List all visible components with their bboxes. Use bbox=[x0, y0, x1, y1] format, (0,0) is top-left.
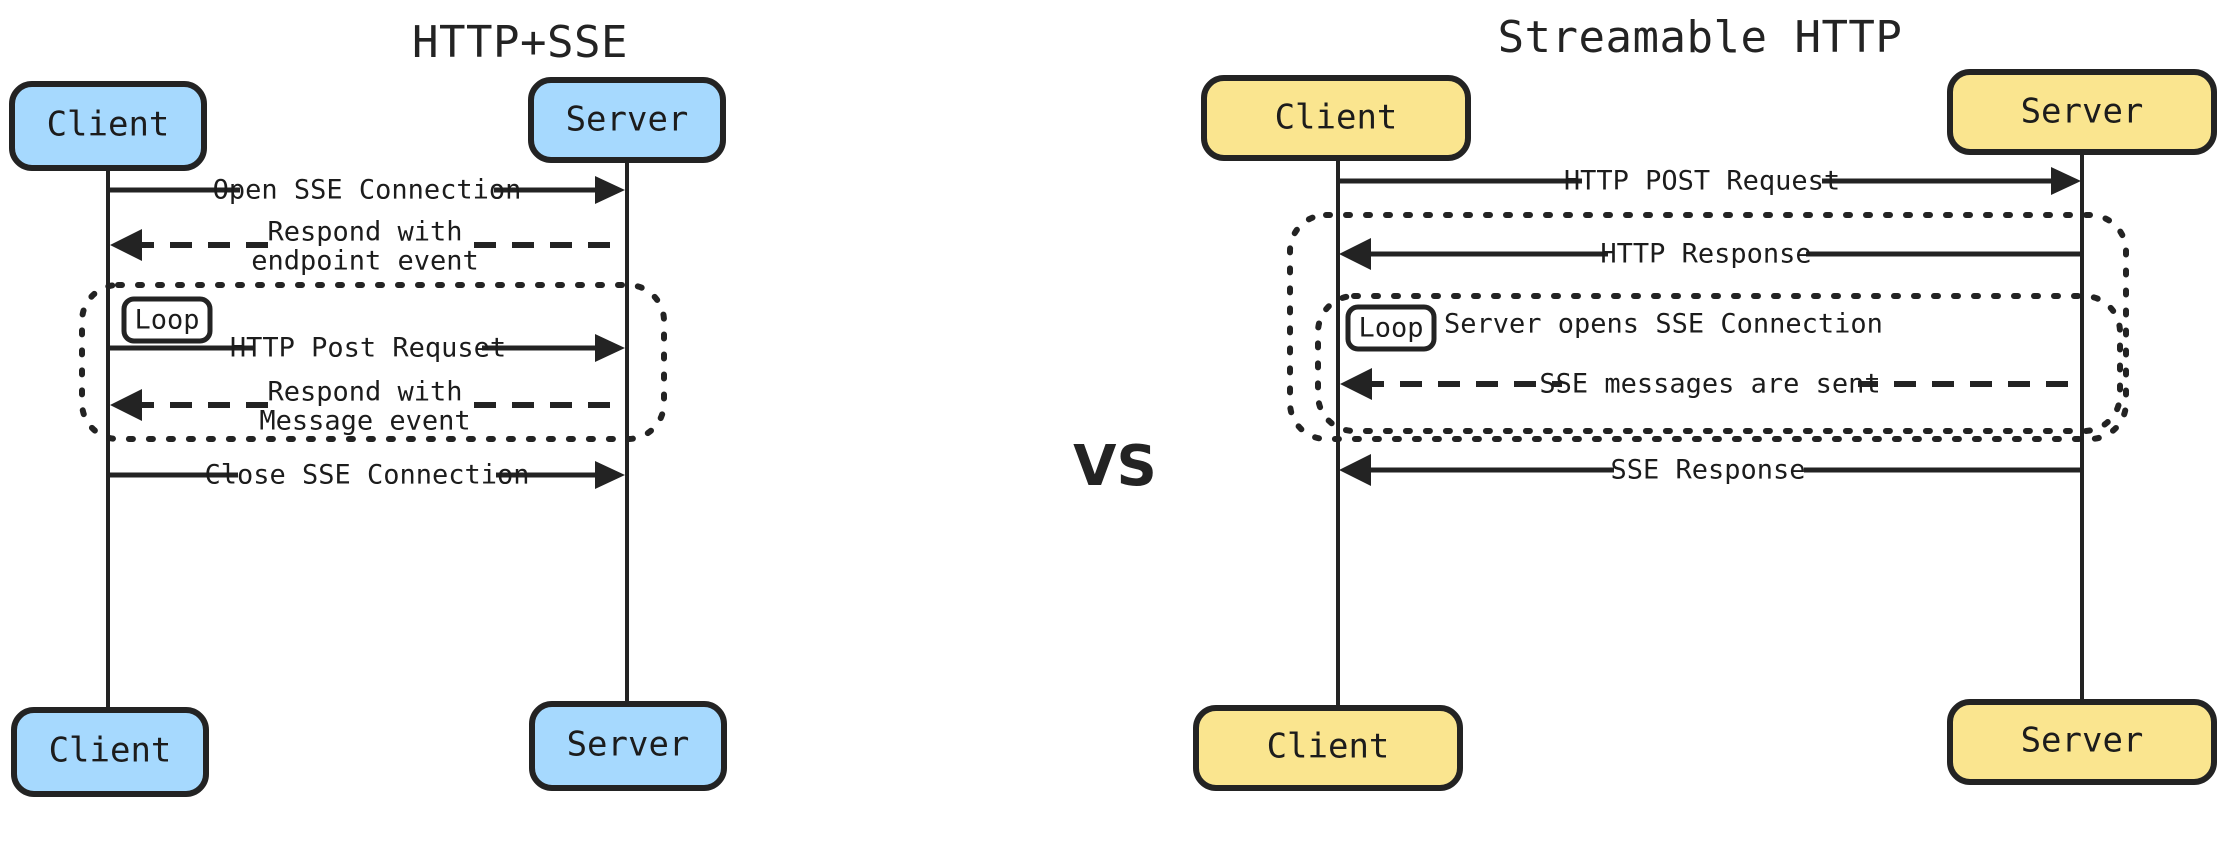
actor-box-server-top-left[interactable] bbox=[528, 77, 726, 163]
actor-label-client-bottom-right: Client bbox=[1267, 727, 1390, 767]
actor-label-server-bottom-right: Server bbox=[2021, 721, 2144, 761]
actor-label-client-top-right: Client bbox=[1275, 98, 1398, 138]
message-label-right-0: HTTP POST Request bbox=[1564, 166, 1840, 197]
arrowhead-left-icon bbox=[110, 229, 142, 261]
arrowhead-left-icon bbox=[110, 389, 142, 421]
arrowhead-right-icon bbox=[595, 176, 625, 204]
actor-label-server-top-right: Server bbox=[2021, 92, 2144, 132]
loop-tag-label-left: Loop bbox=[134, 305, 199, 336]
message-label-right-1: HTTP Response bbox=[1600, 239, 1811, 270]
loop-frame-right bbox=[1315, 293, 2123, 434]
outer-frame-right bbox=[1287, 212, 2129, 442]
label-backdrop bbox=[1608, 240, 1806, 269]
actor-label-server-top-left: Server bbox=[566, 100, 689, 140]
message-label-left-0: Open SSE Connection bbox=[213, 175, 522, 206]
actor-box-server-top-right[interactable] bbox=[1947, 69, 2217, 155]
actor-box-client-top-left[interactable] bbox=[9, 81, 207, 171]
label-backdrop bbox=[238, 461, 496, 490]
label-backdrop bbox=[1562, 370, 1858, 399]
loop-caption-right: Server opens SSE Connection bbox=[1444, 309, 1883, 340]
label-backdrop bbox=[254, 334, 482, 363]
arrowhead-left-icon bbox=[1339, 454, 1371, 486]
actor-box-client-top-right[interactable] bbox=[1201, 75, 1471, 161]
message-left-1: Respond with endpoint event bbox=[110, 216, 627, 277]
panel-http-sse: HTTP+SSE Client Server Open SSE Connecti… bbox=[9, 17, 727, 797]
arrowhead-left-icon bbox=[1339, 238, 1371, 270]
panel-title-http-sse: HTTP+SSE bbox=[412, 17, 628, 68]
message-label-left-1-line2: endpoint event bbox=[251, 246, 479, 277]
arrowhead-left-icon bbox=[1340, 368, 1372, 400]
loop-tag-box-left[interactable] bbox=[121, 296, 213, 344]
label-backdrop bbox=[272, 216, 458, 276]
actor-label-client-bottom-left: Client bbox=[49, 731, 172, 771]
loop-tag-label-right: Loop bbox=[1358, 313, 1423, 344]
message-label-right-2: SSE messages are sent bbox=[1539, 369, 1880, 400]
message-right-1: HTTP Response bbox=[1339, 238, 2082, 270]
actor-box-server-bottom-left[interactable] bbox=[529, 701, 727, 791]
message-label-left-2: HTTP Post Requset bbox=[230, 333, 506, 364]
panel-streamable-http: Streamable HTTP Client Server HTTP POST … bbox=[1193, 12, 2217, 791]
label-backdrop bbox=[240, 176, 494, 205]
label-backdrop bbox=[1614, 456, 1804, 485]
message-left-4: Close SSE Connection bbox=[110, 460, 625, 491]
arrowhead-right-icon bbox=[595, 334, 625, 362]
arrowhead-right-icon bbox=[595, 461, 625, 489]
message-label-left-3-line2: Message event bbox=[259, 406, 470, 437]
message-label-left-3-line1: Respond with bbox=[267, 377, 462, 408]
message-left-3: Respond with Message event bbox=[110, 376, 627, 437]
loop-frame-left bbox=[79, 282, 667, 442]
loop-tag-box-right[interactable] bbox=[1345, 304, 1437, 352]
actor-box-client-bottom-left[interactable] bbox=[11, 707, 209, 797]
message-label-left-1-line1: Respond with bbox=[267, 217, 462, 248]
vs-separator-label: VS bbox=[1073, 434, 1157, 499]
panel-title-streamable-http: Streamable HTTP bbox=[1498, 12, 1903, 63]
message-right-0: HTTP POST Request bbox=[1340, 166, 2081, 197]
label-backdrop bbox=[1582, 167, 1822, 196]
message-right-2: SSE messages are sent bbox=[1340, 368, 2082, 400]
message-left-2: HTTP Post Requset bbox=[110, 333, 625, 364]
message-label-right-3: SSE Response bbox=[1610, 455, 1805, 486]
arrowhead-right-icon bbox=[2051, 167, 2081, 195]
actor-label-client-top-left: Client bbox=[47, 105, 170, 145]
actor-box-server-bottom-right[interactable] bbox=[1947, 699, 2217, 785]
message-right-3: SSE Response bbox=[1339, 454, 2082, 486]
actor-box-client-bottom-right[interactable] bbox=[1193, 705, 1463, 791]
message-label-left-4: Close SSE Connection bbox=[204, 460, 529, 491]
message-left-0: Open SSE Connection bbox=[110, 175, 625, 206]
actor-label-server-bottom-left: Server bbox=[567, 725, 690, 765]
label-backdrop bbox=[272, 376, 458, 436]
